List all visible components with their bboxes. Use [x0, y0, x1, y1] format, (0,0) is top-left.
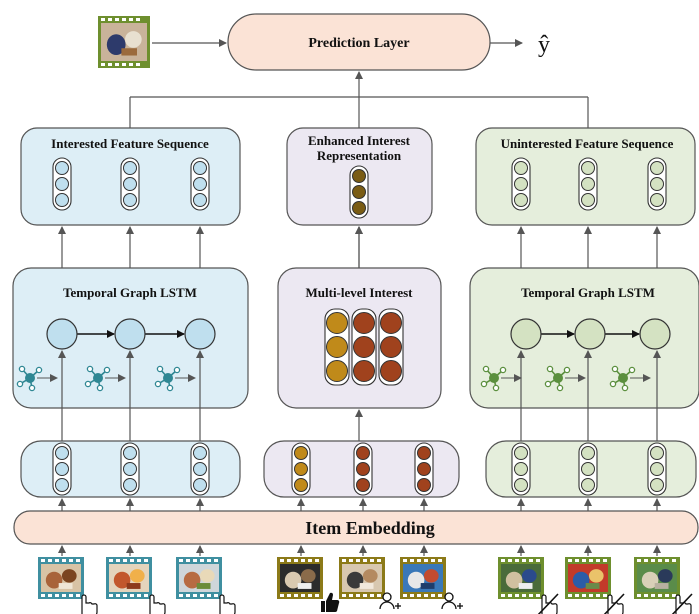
interested-feature-vector [120, 157, 140, 211]
left-lstm-cell [114, 318, 146, 350]
dance-photo-2 [339, 557, 385, 599]
dance-photo-3 [400, 557, 446, 599]
merge-connector [129, 71, 589, 128]
multi-level-cell [353, 360, 375, 382]
food-photo-3 [176, 557, 222, 599]
prediction-layer-box [227, 13, 491, 71]
interested-item-vector [190, 442, 210, 496]
embedding-to-lstm-arrows [58, 350, 661, 441]
sports-photo-2 [565, 557, 611, 599]
interested-item-vector [52, 442, 72, 496]
uninterested-feature-vector [647, 157, 667, 211]
right-lstm-cell [639, 318, 671, 350]
click-icon [219, 594, 236, 614]
uninterested-item-vector [647, 442, 667, 496]
lstm-layer [16, 318, 671, 392]
right-lstm-cell [574, 318, 606, 350]
food-photo-2 [106, 557, 152, 599]
graph-icon [480, 365, 507, 392]
output-symbol: ŷ [538, 32, 550, 58]
item-embedding-label: Item Embedding [305, 518, 435, 538]
graph-icon [544, 365, 571, 392]
multi-level-cell [326, 360, 348, 382]
multi-level-interest-matrix [324, 308, 404, 386]
like-icon [321, 592, 340, 613]
interested-feature-vector [190, 157, 210, 211]
no-click-icon [537, 593, 559, 614]
interested-item-vector [120, 442, 140, 496]
right-lstm-label: Temporal Graph LSTM [521, 285, 655, 300]
basketball-photo [98, 16, 150, 68]
multi-level-cell [326, 336, 348, 358]
right-lstm-cell [510, 318, 542, 350]
interested-sequence-label: Interested Feature Sequence [51, 136, 209, 151]
left-lstm-cell [184, 318, 216, 350]
vector-layer [52, 157, 667, 496]
uninterested-item-vector [511, 442, 531, 496]
graph-icon [16, 365, 43, 392]
multi-level-cell [380, 360, 402, 382]
multi-level-cell [380, 312, 402, 334]
uninterested-item-vector [578, 442, 598, 496]
multi-level-cell [353, 336, 375, 358]
enhanced-item-vector [353, 442, 373, 496]
multi-level-cell [380, 336, 402, 358]
thumbnail-layer [38, 557, 693, 614]
no-click-icon [603, 593, 625, 614]
click-icon [149, 594, 166, 614]
top-thumbnail [98, 16, 150, 68]
thumbnail-to-embedding-arrows [58, 545, 661, 556]
graph-icon [84, 365, 111, 392]
enhanced-interest-vector [349, 165, 369, 219]
multi-level-label: Multi-level Interest [306, 285, 414, 300]
enhanced-item-vector [414, 442, 434, 496]
food-photo-1 [38, 557, 84, 599]
item-embedding-arrows [58, 498, 661, 511]
graph-icon [154, 365, 181, 392]
follow-icon [441, 592, 463, 610]
graph-icon [609, 365, 636, 392]
left-lstm-label: Temporal Graph LSTM [63, 285, 197, 300]
uninterested-sequence-label: Uninterested Feature Sequence [501, 136, 674, 151]
enhanced-interest-label-line2: Representation [317, 148, 402, 163]
multi-level-cell [326, 312, 348, 334]
interested-feature-vector [52, 157, 72, 211]
enhanced-item-vector [291, 442, 311, 496]
multi-level-cell [353, 312, 375, 334]
follow-icon [379, 592, 401, 610]
dance-photo-1 [277, 557, 323, 599]
sports-photo-3 [634, 557, 680, 599]
prediction-layer-label: Prediction Layer [308, 36, 409, 51]
click-icon [81, 594, 98, 614]
uninterested-feature-vector [578, 157, 598, 211]
left-lstm-cell [46, 318, 78, 350]
sports-photo-1 [498, 557, 544, 599]
no-click-icon [671, 593, 693, 614]
uninterested-feature-vector [511, 157, 531, 211]
enhanced-interest-label-line1: Enhanced Interest [308, 133, 411, 148]
item-embedding-bar [13, 510, 699, 545]
